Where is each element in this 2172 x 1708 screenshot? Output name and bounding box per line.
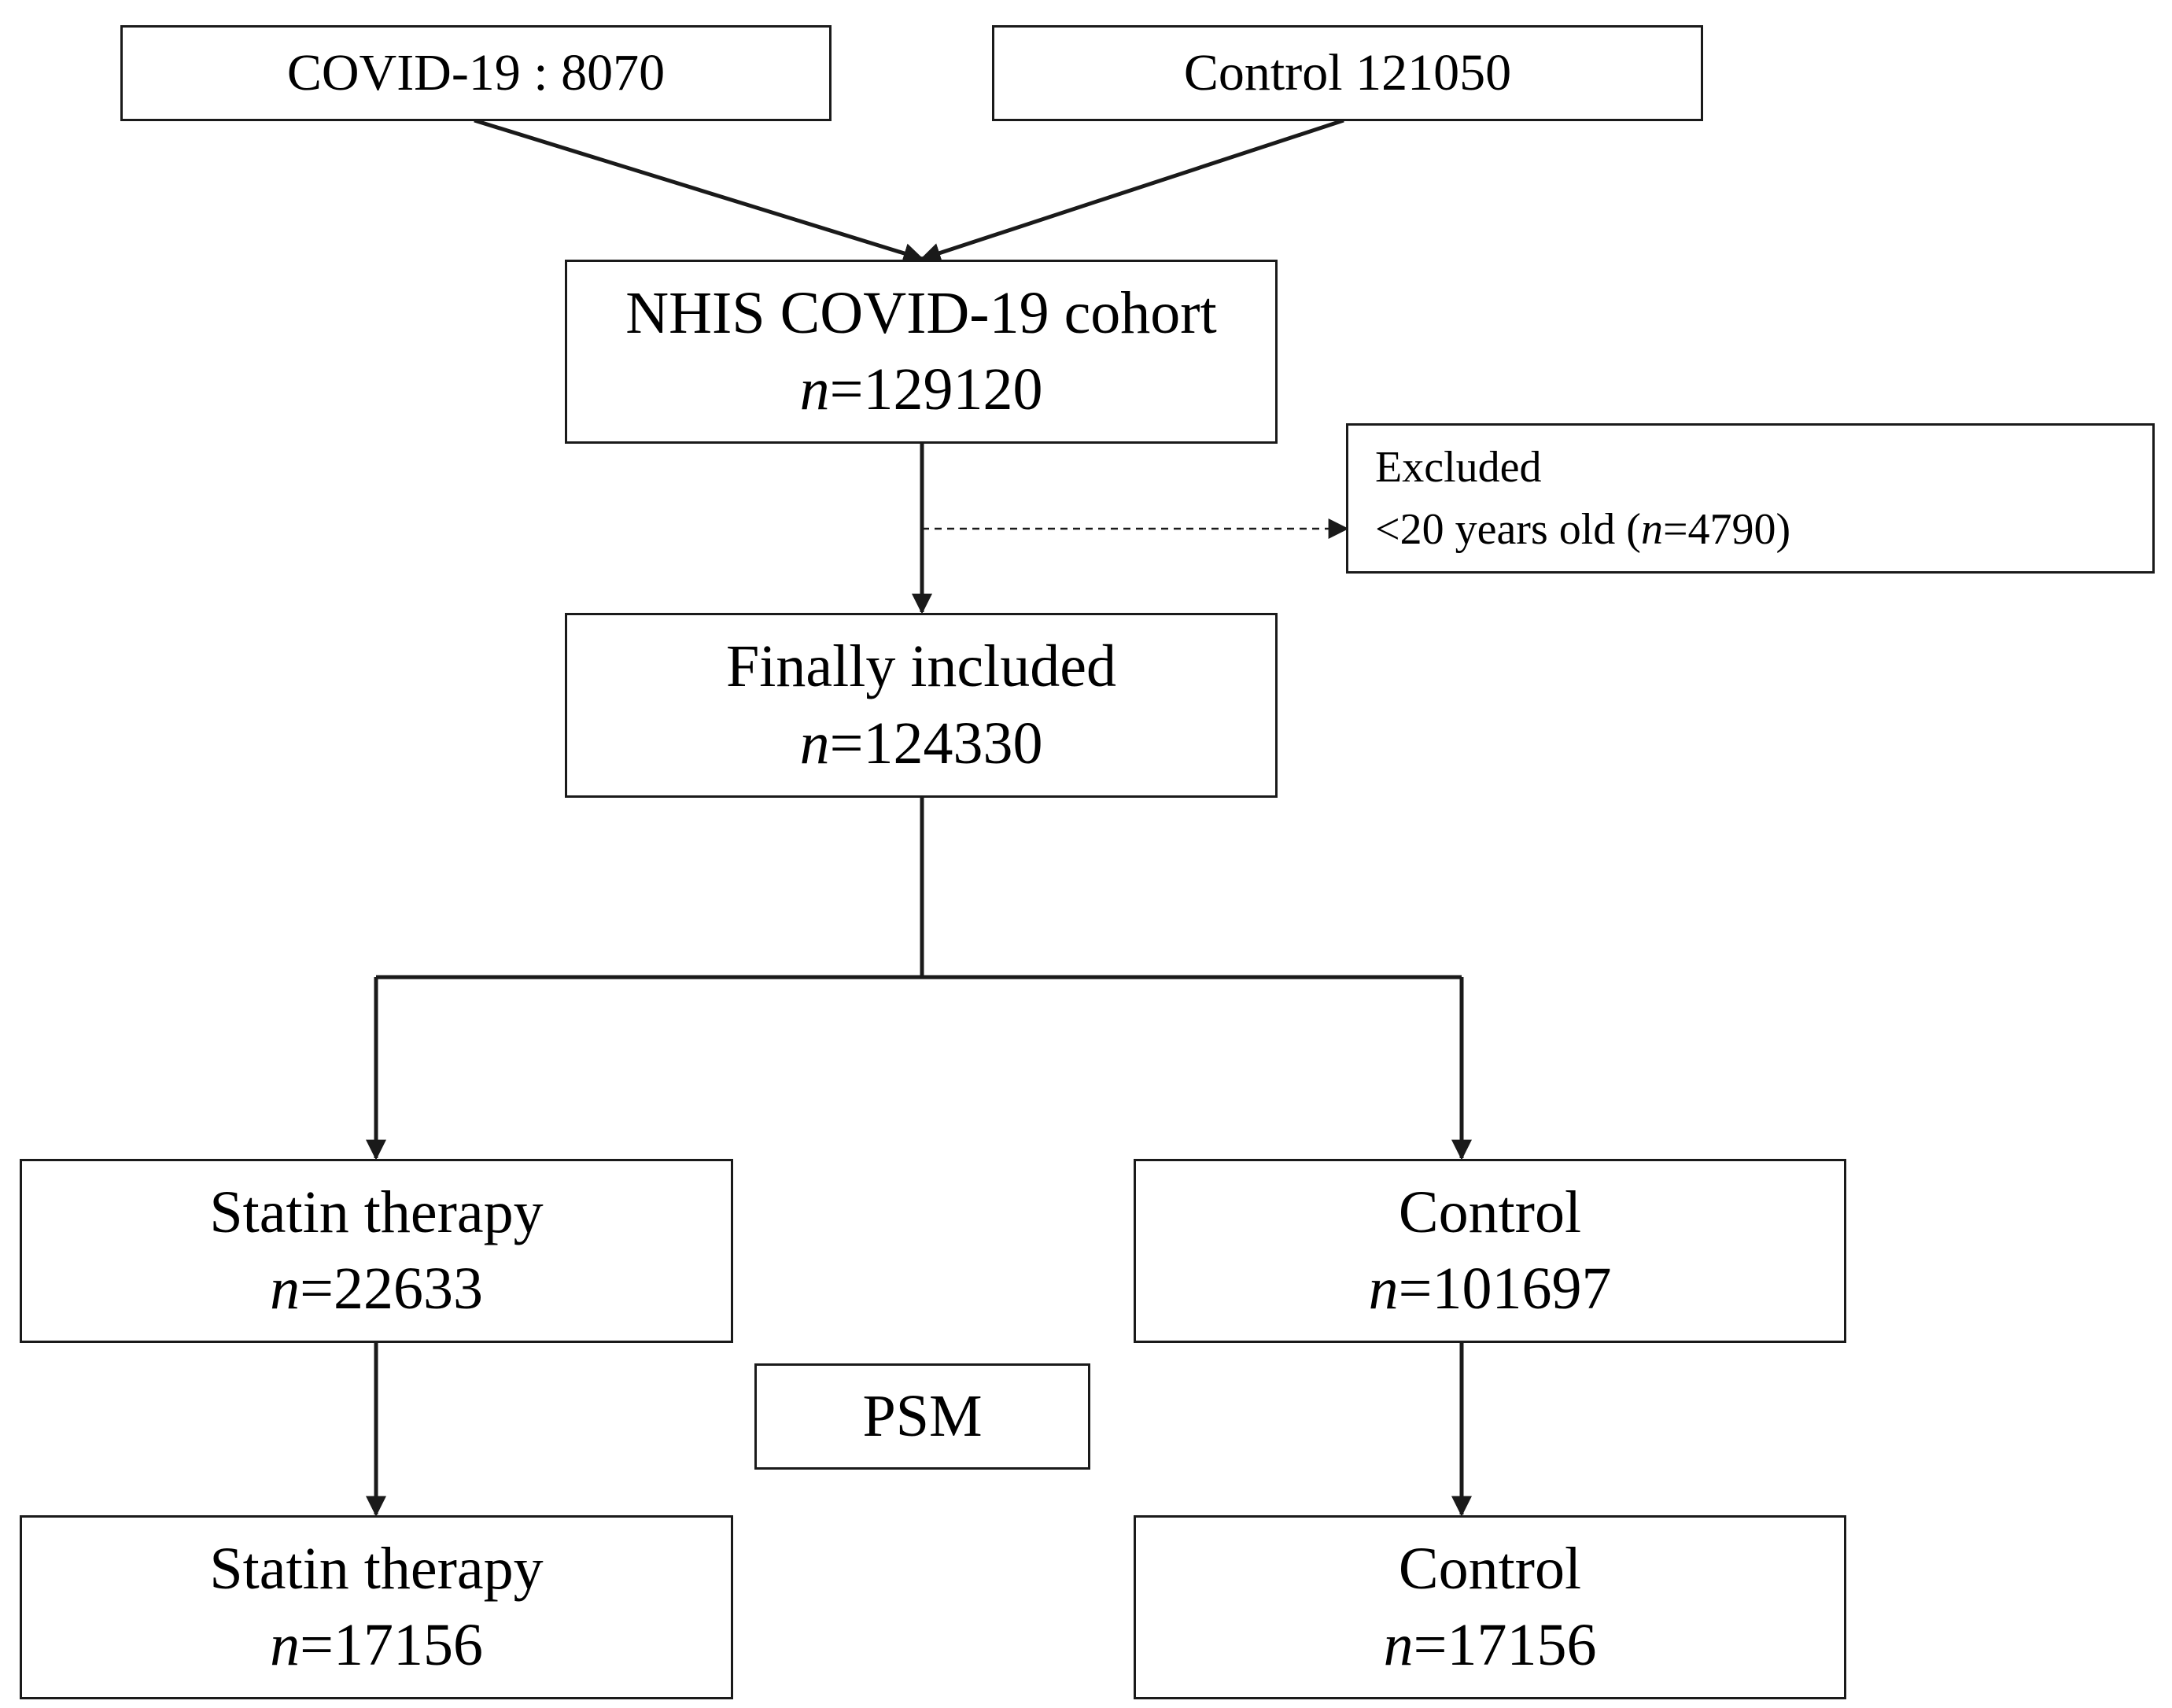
excluded-title: Excluded	[1375, 443, 1542, 492]
arrow-control-to-cohort	[920, 118, 1344, 264]
cohort-count: n=129120	[800, 352, 1043, 428]
control-group-title: Control	[1398, 1179, 1582, 1245]
psm-box: PSM	[754, 1363, 1090, 1470]
equals-sign: =	[300, 1612, 334, 1678]
excluded-reason-prefix: <20 years old (	[1375, 504, 1641, 554]
control-matched-box: Control n=17156	[1134, 1515, 1846, 1699]
cohort-title: NHIS COVID-19 cohort	[625, 279, 1217, 346]
psm-label: PSM	[862, 1382, 983, 1449]
included-box: Finally included n=124330	[565, 613, 1278, 798]
included-title: Finally included	[725, 633, 1117, 700]
cohort-box: NHIS COVID-19 cohort n=129120	[565, 260, 1278, 444]
equals-sign: =	[829, 710, 864, 777]
control-source-label: Control 121050	[1183, 43, 1512, 101]
statin-matched-box: Statin therapy n=17156	[20, 1515, 733, 1699]
control-matched-count: n=17156	[1384, 1607, 1597, 1684]
n-symbol: n	[270, 1612, 301, 1678]
arrow-covid-to-cohort	[474, 118, 924, 264]
equals-sign: =	[1662, 504, 1688, 554]
statin-group-n: 22633	[333, 1256, 483, 1322]
covid-source-label: COVID-19 : 8070	[286, 43, 666, 101]
control-matched-n: 17156	[1447, 1612, 1597, 1678]
covid-source-box: COVID-19 : 8070	[120, 25, 832, 121]
n-symbol: n	[1368, 1256, 1399, 1322]
excluded-reason: <20 years old (n=4790)	[1375, 499, 1790, 560]
statin-matched-n: 17156	[333, 1612, 483, 1678]
cohort-n: 129120	[863, 356, 1043, 422]
n-symbol: n	[799, 710, 830, 777]
control-group-box: Control n=101697	[1134, 1159, 1846, 1343]
n-symbol: n	[1640, 504, 1663, 554]
n-symbol: n	[1383, 1612, 1414, 1678]
statin-group-count: n=22633	[270, 1251, 483, 1327]
control-matched-title: Control	[1398, 1535, 1582, 1602]
included-n: 124330	[863, 710, 1043, 777]
statin-group-title: Statin therapy	[209, 1179, 544, 1245]
n-symbol: n	[270, 1256, 301, 1322]
control-group-n: 101697	[1432, 1256, 1612, 1322]
equals-sign: =	[300, 1256, 334, 1322]
excluded-box: Excluded <20 years old (n=4790)	[1346, 423, 2155, 574]
control-source-box: Control 121050	[992, 25, 1703, 121]
statin-group-box: Statin therapy n=22633	[20, 1159, 733, 1343]
equals-sign: =	[829, 356, 864, 422]
equals-sign: =	[1398, 1256, 1433, 1322]
control-group-count: n=101697	[1369, 1251, 1612, 1327]
excluded-n: 4790	[1687, 504, 1776, 554]
statin-matched-title: Statin therapy	[209, 1535, 544, 1602]
n-symbol: n	[799, 356, 830, 422]
included-count: n=124330	[800, 706, 1043, 782]
statin-matched-count: n=17156	[270, 1607, 483, 1684]
equals-sign: =	[1413, 1612, 1447, 1678]
excluded-reason-suffix: )	[1776, 504, 1791, 554]
